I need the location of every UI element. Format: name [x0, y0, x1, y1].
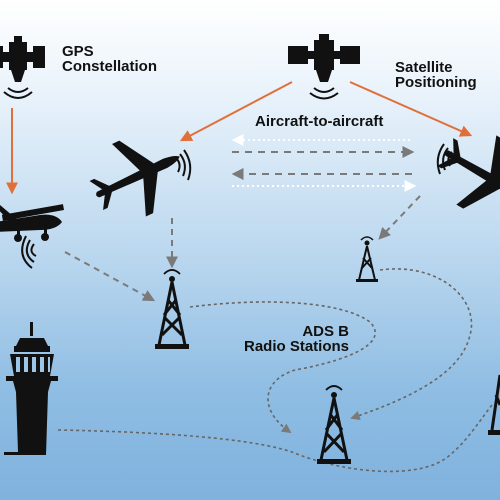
small-plane-icon	[0, 204, 65, 242]
radio-tower-small-right-icon	[356, 236, 378, 282]
satellite-to-right-jet-link	[349, 81, 473, 137]
radio-tower-center-icon	[155, 269, 189, 349]
ground-network-curve-bottom	[57, 404, 493, 473]
positioning-satellite-icon	[288, 34, 360, 100]
right-jet-to-small-tower-link	[378, 195, 421, 240]
satpos-label-line1: Satellite	[395, 59, 453, 76]
radio-tower-edge-icon	[488, 374, 500, 435]
small-plane-to-tower-link	[64, 251, 156, 302]
radio-tower-bottom-icon	[317, 385, 351, 464]
left-jet-signal-waves-icon	[175, 149, 192, 181]
satellite-to-left-jet-link	[179, 81, 293, 142]
adsb-label-line1: ADS B	[302, 323, 350, 340]
aircraft-to-aircraft-label: Aircraft-to-aircraft	[255, 113, 384, 130]
control-tower-icon	[4, 322, 58, 455]
small-plane-signal-waves-icon	[21, 235, 37, 269]
satellite-positioning-label: Satellite Positioning	[395, 60, 477, 90]
gps-label-line2: Constellation	[62, 58, 158, 75]
left-jet-airplane-icon	[89, 140, 180, 217]
gps-label-line1: GPS	[62, 43, 94, 60]
satpos-label-line2: Positioning	[395, 74, 477, 91]
ads-b-radio-stations-label: ADS B Radio Stations	[244, 324, 349, 354]
gps-constellation-label: GPS Constellation	[62, 44, 157, 74]
gps-satellite-icon	[0, 36, 45, 99]
ground-network-curve-top	[189, 301, 376, 434]
right-jet-signal-waves-icon	[436, 143, 453, 175]
right-jet-airplane-icon	[437, 135, 500, 209]
adsb-label-line2: Radio Stations	[244, 338, 350, 355]
control-tower-windows	[16, 357, 50, 372]
ground-network-curve-right	[350, 268, 473, 421]
